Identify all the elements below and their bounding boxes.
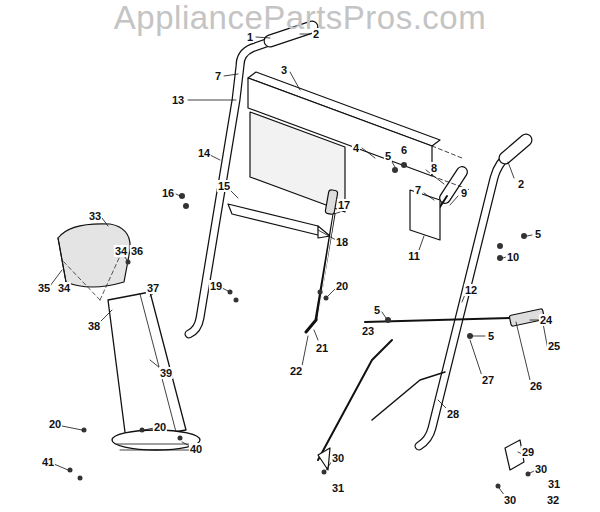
callout-number: 2 xyxy=(312,28,320,40)
callout-number: 34 xyxy=(57,282,71,294)
callout-number: 27 xyxy=(481,374,495,386)
callout-number: 7 xyxy=(214,70,222,82)
callout-number: 4 xyxy=(352,142,360,154)
right-handle-tube-fill xyxy=(419,152,512,446)
callout-number: 41 xyxy=(41,456,55,468)
chute-ring xyxy=(112,430,200,450)
callout-number: 23 xyxy=(361,325,375,337)
chute xyxy=(108,292,186,440)
right-grip xyxy=(505,140,526,158)
callout-number: 39 xyxy=(159,367,173,379)
callout-number: 11 xyxy=(407,250,421,262)
callout-number: 5 xyxy=(487,330,495,342)
callout-number: 35 xyxy=(37,282,51,294)
callout-number: 20 xyxy=(335,280,349,292)
watermark: AppliancePartsPros.com xyxy=(114,0,486,37)
right-handle-tube xyxy=(419,152,512,446)
callout-number: 25 xyxy=(547,340,561,352)
callout-number: 40 xyxy=(189,443,203,455)
callout-number: 36 xyxy=(130,245,144,257)
callout-number: 31 xyxy=(331,482,345,494)
callout-number: 13 xyxy=(171,94,185,106)
callout-number: 20 xyxy=(153,421,167,433)
callout-number: 26 xyxy=(529,380,543,392)
callout-number: 5 xyxy=(373,304,381,316)
callout-number: 33 xyxy=(88,210,102,222)
deflector-edge xyxy=(58,238,66,282)
callout-number: 5 xyxy=(384,150,392,162)
callout-number: 31 xyxy=(547,478,561,490)
callout-number: 12 xyxy=(464,284,478,296)
callout-number: 24 xyxy=(539,314,553,326)
callout-number: 30 xyxy=(331,452,345,464)
callout-number: 14 xyxy=(197,147,211,159)
chute-deflector xyxy=(58,224,130,287)
shift-rod-fill xyxy=(318,214,334,318)
callout-number: 8 xyxy=(430,162,438,174)
shift-rod xyxy=(306,214,334,332)
callout-number: 20 xyxy=(48,418,62,430)
callout-number: 34 xyxy=(114,245,128,257)
chute-seam xyxy=(140,294,176,432)
callout-number: 38 xyxy=(87,320,101,332)
leader-lines xyxy=(50,34,548,496)
callout-number: 9 xyxy=(460,187,468,199)
callout-number: 3 xyxy=(280,64,288,76)
callout-number: 5 xyxy=(534,228,542,240)
callout-number: 7 xyxy=(414,184,422,196)
callout-number: 1 xyxy=(246,31,254,43)
plate-tip xyxy=(318,226,330,238)
callout-number: 2 xyxy=(517,178,525,190)
rod-28 xyxy=(318,340,392,460)
right-grip-fill xyxy=(505,140,526,158)
callout-number: 16 xyxy=(161,187,175,199)
callout-number: 10 xyxy=(506,251,520,263)
callout-number: 37 xyxy=(146,282,160,294)
chute-flange xyxy=(116,444,196,450)
callout-number: 15 xyxy=(217,180,231,192)
callout-number: 17 xyxy=(337,199,351,211)
callout-number: 28 xyxy=(446,408,460,420)
callout-number: 32 xyxy=(546,494,560,506)
callout-number: 30 xyxy=(503,494,517,506)
callout-number: 29 xyxy=(521,446,535,458)
callout-number: 19 xyxy=(209,280,223,292)
rod-27 xyxy=(365,318,510,322)
callout-number: 30 xyxy=(534,463,548,475)
shift-plate xyxy=(228,204,322,236)
callout-number: 21 xyxy=(315,342,329,354)
rod-28b xyxy=(372,372,445,420)
bracket-11 xyxy=(410,190,440,240)
callout-number: 22 xyxy=(289,365,303,377)
callout-number: 6 xyxy=(400,144,408,156)
callout-number: 18 xyxy=(335,236,349,248)
hardware xyxy=(68,162,531,489)
